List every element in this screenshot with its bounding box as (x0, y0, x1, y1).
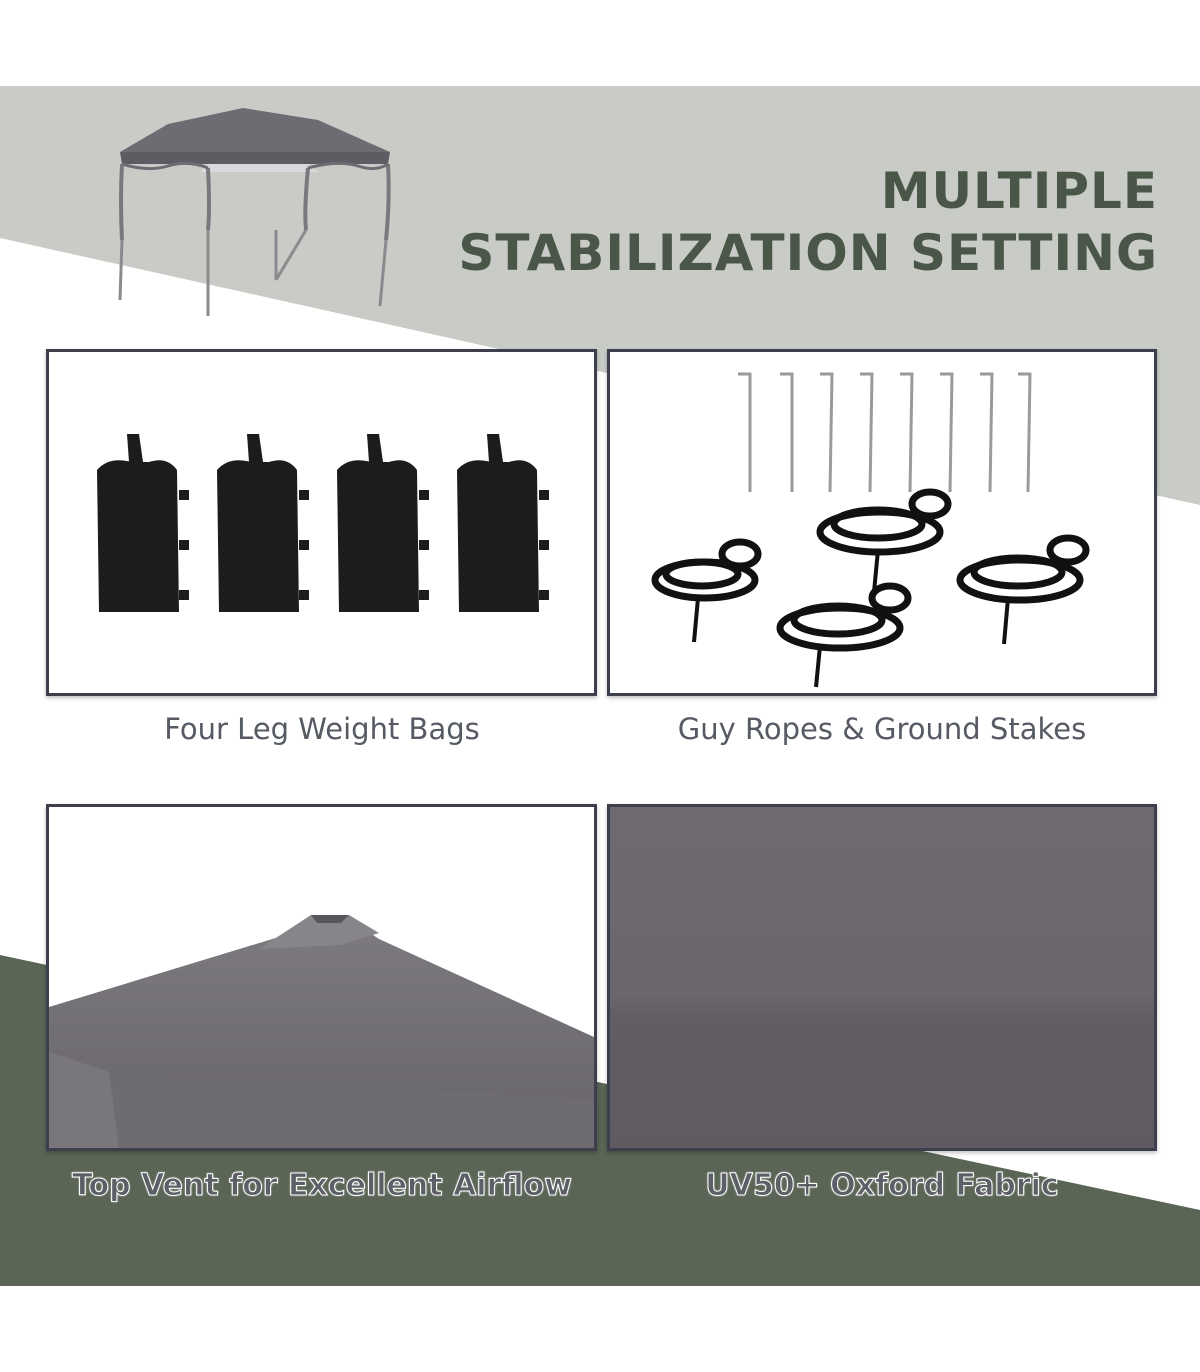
caption-top-vent: Top Vent for Excellent Airflow (72, 1168, 573, 1204)
headline-line-2: STABILIZATION SETTING (458, 224, 1158, 282)
ropes-stakes-image (607, 349, 1157, 696)
oxford-fabric-image (607, 804, 1157, 1151)
weight-bags-image (46, 349, 597, 696)
headline: MULTIPLE STABILIZATION SETTING (458, 160, 1158, 284)
caption-ropes-stakes: Guy Ropes & Ground Stakes (677, 712, 1087, 746)
caption-weight-bags: Four Leg Weight Bags (164, 712, 480, 746)
caption-oxford-fabric: UV50+ Oxford Fabric (705, 1168, 1059, 1204)
top-vent-image (46, 804, 597, 1151)
headline-line-1: MULTIPLE (880, 162, 1158, 220)
gazebo-hero-image (118, 108, 391, 316)
